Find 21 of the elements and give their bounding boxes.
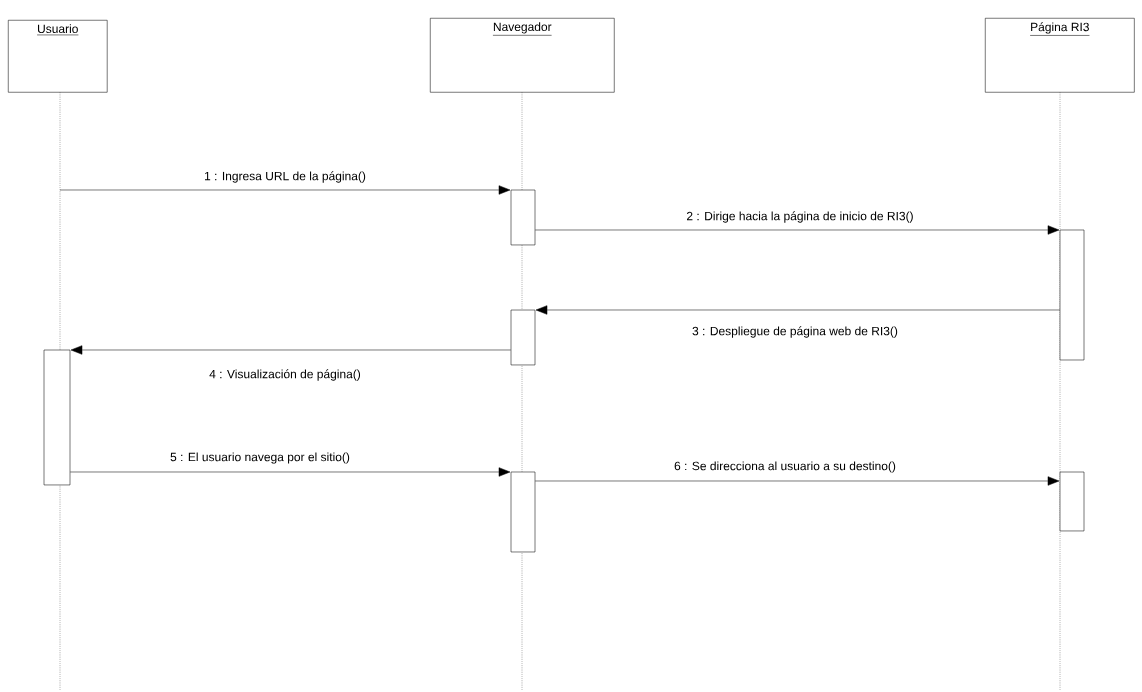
message-arrow — [70, 467, 511, 477]
message-label: 1 : Ingresa URL de la página() — [202, 170, 368, 184]
activation-bar — [510, 189, 536, 246]
activation-bar — [43, 349, 71, 486]
message-label: 4 : Visualización de página() — [207, 368, 363, 382]
activation-bar — [1059, 229, 1085, 361]
message-arrow — [70, 345, 511, 355]
message-label: 2 : Dirige hacia la página de inicio de RI3() — [685, 210, 915, 224]
message-arrow — [535, 225, 1060, 235]
message-arrow — [59, 185, 511, 195]
activation-bar — [510, 471, 536, 553]
message-label: 6 : Se direcciona al usuario a su destino() — [672, 460, 898, 474]
message-label: 5 : El usuario navega por el sitio() — [168, 451, 352, 465]
activation-bar — [510, 309, 536, 366]
message-label: 3 : Despliegue de página web de RI3() — [690, 325, 900, 339]
lifeline-head: Usuario — [8, 20, 108, 93]
lifeline-head: Navegador — [430, 18, 615, 93]
lifeline-head: Página RI3 — [985, 18, 1135, 93]
activation-bar — [1059, 471, 1085, 532]
message-arrow — [535, 305, 1060, 315]
message-arrow — [535, 476, 1060, 486]
